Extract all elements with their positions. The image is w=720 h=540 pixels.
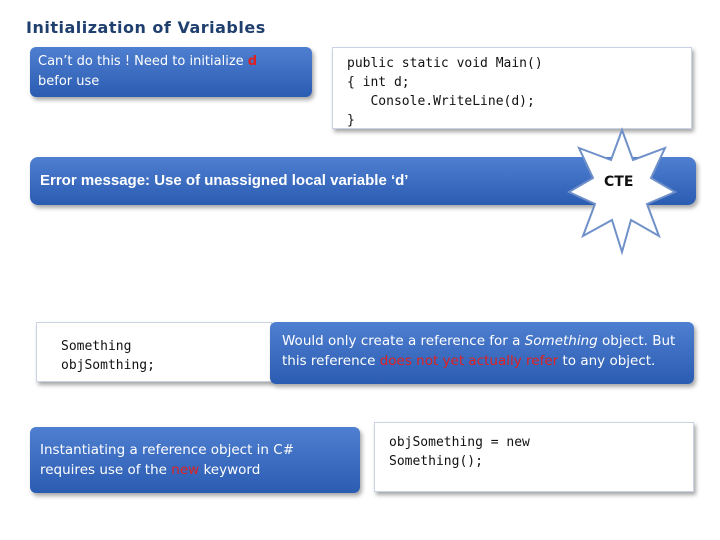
code-card-main: public static void Main() { int d; Conso… <box>332 47 692 129</box>
code-card-declaration: Something objSomthing; <box>36 322 272 382</box>
code-line: public static void Main() <box>347 56 543 71</box>
note-highlight: d <box>247 54 258 69</box>
note-text: requires use of the <box>40 462 172 478</box>
error-text: Error message: Use of unassigned local v… <box>40 172 409 189</box>
note-box-instantiate: Instantiating a reference object in C# r… <box>30 427 360 493</box>
note-box-initialize: Can’t do this ! Need to initialize d bef… <box>30 47 312 97</box>
note-text: Can’t do this ! Need to initialize <box>38 54 248 69</box>
slide-title: Initialization of Variables <box>26 18 266 37</box>
code-line: Something(); <box>389 454 483 469</box>
note-text: keyword <box>199 462 261 478</box>
note-text: to any object. <box>558 353 656 369</box>
cte-starburst-icon <box>567 127 677 256</box>
code-line: objSomthing; <box>61 358 155 373</box>
note-text: Instantiating a reference object in C# <box>40 442 295 458</box>
code-line: { int d; <box>347 75 410 90</box>
note-highlight: new <box>171 462 200 478</box>
note-italic: Something <box>524 333 598 349</box>
code-line: Console.WriteLine(d); <box>347 94 535 109</box>
note-box-reference: Would only create a reference for a Some… <box>270 322 694 384</box>
code-line: Something <box>61 339 132 354</box>
note-highlight: does not yet actually refer <box>379 353 559 369</box>
cte-badge: CTE <box>604 174 634 190</box>
note-text-2: befor use <box>38 74 100 89</box>
note-text: Would only create a reference for a <box>282 333 525 349</box>
code-line: } <box>347 113 355 128</box>
note-text: object. But this reference <box>282 333 676 369</box>
code-card-instantiation: objSomething = new Something(); <box>374 422 694 492</box>
code-line: objSomething = new <box>389 435 530 450</box>
